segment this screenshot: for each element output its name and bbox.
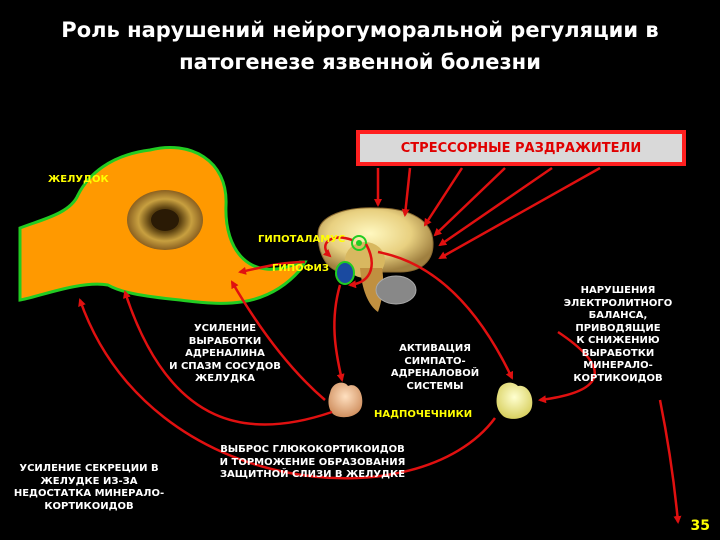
adrenaline-label: УСИЛЕНИЕ ВЫРАБОТКИ АДРЕНАЛИНА И СПАЗМ СО… [169, 323, 281, 384]
hypothalamus-label: ГИПОТАЛАМУС [258, 234, 346, 245]
stomach-label: ЖЕЛУДОК [48, 174, 109, 185]
page-number: 35 [690, 518, 710, 534]
title-line-2: патогенезе язвенной болезни [179, 50, 541, 74]
sympatho-adrenal-label: АКТИВАЦИЯ СИМПАТО- АДРЕНАЛОВОЙ СИСТЕМЫ [390, 343, 480, 392]
electrolyte-label: НАРУШЕНИЯ ЭЛЕКТРОЛИТНОГО БАЛАНСА, ПРИВОД… [563, 285, 673, 384]
pituitary-dot [335, 261, 355, 285]
page-title: Роль нарушений нейрогуморальной регуляци… [0, 14, 720, 78]
secretion-label: УСИЛЕНИЕ СЕКРЕЦИИ В ЖЕЛУДКЕ ИЗ-ЗА НЕДОСТ… [13, 463, 165, 512]
hypothalamus-core [356, 240, 362, 246]
adrenal-right-image [496, 382, 533, 419]
brain-image [317, 207, 434, 312]
stressors-box: СТРЕССОРНЫЕ РАЗДРАЖИТЕЛИ [356, 130, 686, 166]
title-line-1: Роль нарушений нейрогуморальной регуляци… [61, 18, 659, 42]
adrenal-left-image [328, 382, 363, 418]
flow-arrows [78, 250, 682, 524]
pituitary-label: ГИПОФИЗ [272, 263, 330, 274]
adrenals-label: НАДПОЧЕЧНИКИ [374, 409, 473, 420]
ulcer-image [127, 190, 203, 250]
brain-arrows [322, 236, 373, 289]
stress-arrows [374, 166, 601, 260]
stressors-label: СТРЕССОРНЫЕ РАЗДРАЖИТЕЛИ [360, 134, 682, 162]
glucocorticoids-label: ВЫБРОС ГЛЮКОКОРТИКОИДОВ И ТОРМОЖЕНИЕ ОБР… [219, 444, 406, 480]
hypothalamus-dot [351, 235, 367, 251]
